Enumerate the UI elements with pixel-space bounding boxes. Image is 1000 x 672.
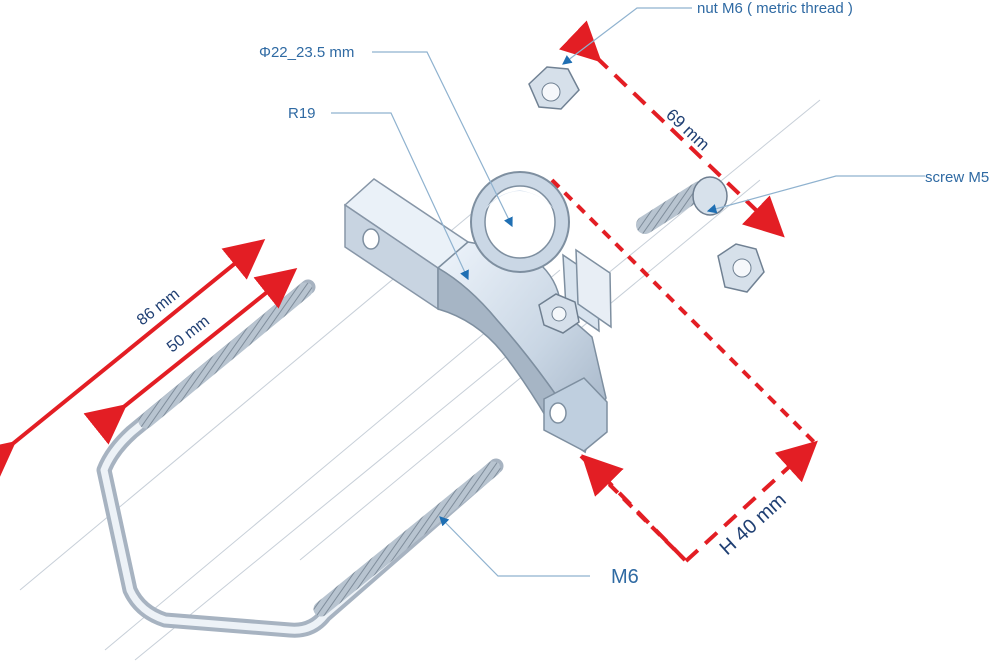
callout-nut-line [562,7,692,65]
nut-label: nut M6 ( metric thread ) [697,0,853,17]
dimension-40-start-arrow [581,454,687,562]
bracket-hole-left [362,228,380,250]
bracket [343,178,608,454]
radius-label: R19 [288,105,316,122]
clamp-ear-back [575,248,612,329]
dimension-86-line [0,238,266,482]
bracket-hole-right [549,402,567,424]
u-bolt-body [96,279,504,638]
dimension-lines [0,20,818,563]
clamp-ring-inner [484,185,556,259]
diameter-label: Φ22_23.5 mm [259,44,354,61]
callout-radius-line [331,112,469,281]
u-bolt-highlight [100,283,500,634]
callout-thread-line [439,516,590,577]
dimension-50-label: 50 mm [164,313,213,357]
screw-label: screw M5 [925,169,989,186]
screw-shank [636,181,709,234]
nut-top-hole [541,82,561,102]
dimension-40-vertical-top [550,178,817,445]
callout-screw-line [706,175,925,214]
callout-lines [331,7,925,577]
dimension-40-vertical-bottom [579,454,687,562]
clamp-nut-hole [551,306,567,322]
u-bolt [96,279,504,638]
callout-diameter-line [372,51,513,228]
nut-bottom-hole [732,258,752,278]
nut-bottom [717,243,765,293]
dimension-69-label: 69 mm [662,105,713,154]
clamp-ring [470,171,570,273]
nut-top [528,66,580,110]
u-bolt-thread-left [138,282,313,429]
thread-label: M6 [611,566,639,588]
dimension-40-diagonal [684,440,818,563]
dimension-69-line [559,20,785,238]
bracket-foot [543,377,608,452]
clamp-hardware [538,248,612,334]
screw-head [692,176,728,216]
dimension-50-line [83,268,298,445]
dimension-86-label: 86 mm [134,286,183,330]
u-bolt-thread-right [313,461,501,617]
